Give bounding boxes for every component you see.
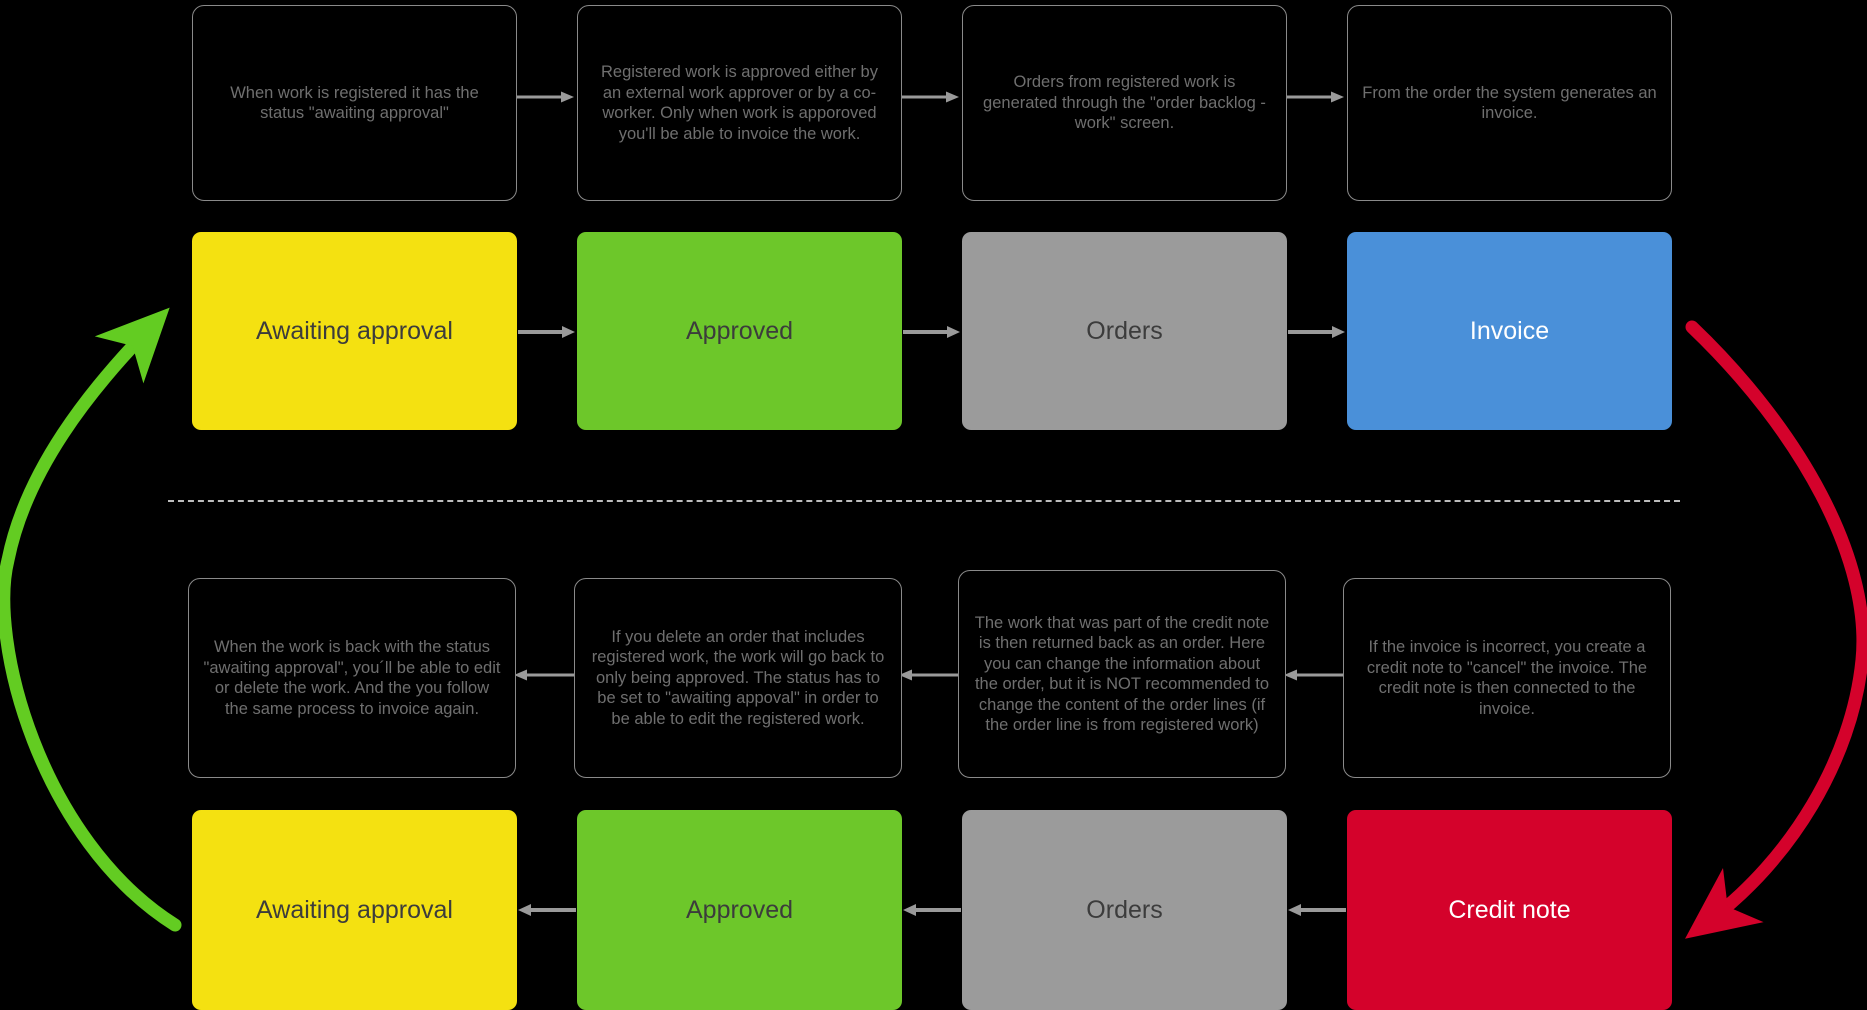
connector-top-note-2-3 — [898, 91, 959, 103]
green-return-arrow — [0, 307, 182, 932]
note-text: When work is registered it has the statu… — [230, 83, 479, 123]
connector-top-note-3-4 — [1283, 91, 1344, 103]
status-label: Approved — [685, 895, 794, 924]
note-box-credit-note: If the invoice is incorrect, you create … — [1343, 578, 1671, 778]
connector-bottom-note-2-1 — [514, 669, 575, 681]
status-label: Orders — [1086, 316, 1163, 345]
status-box-credit-note-bottom[interactable]: Credit note — [1347, 810, 1672, 1010]
status-box-awaiting-approval-top[interactable]: Awaiting approval — [192, 232, 517, 430]
red-credit-arrow — [1685, 320, 1867, 939]
note-text: If you delete an order that includes reg… — [591, 627, 885, 728]
connector-bottom-status-3-2 — [903, 904, 961, 916]
connector-bottom-note-4-3 — [1284, 669, 1345, 681]
note-text: If the invoice is incorrect, you create … — [1366, 638, 1648, 718]
status-box-approved-top[interactable]: Approved — [577, 232, 902, 430]
status-box-orders-bottom[interactable]: Orders — [962, 810, 1287, 1010]
status-box-invoice-top[interactable]: Invoice — [1347, 232, 1672, 430]
note-box-invoice: From the order the system generates an i… — [1347, 5, 1672, 201]
status-label: Credit note — [1448, 895, 1571, 924]
note-box-delete-order: If you delete an order that includes reg… — [574, 578, 902, 778]
status-label: Invoice — [1469, 316, 1550, 345]
note-box-orders: Orders from registered work is generated… — [962, 5, 1287, 201]
note-box-credit-returned: The work that was part of the credit not… — [958, 570, 1286, 778]
status-label: Awaiting approval — [256, 895, 453, 924]
connector-bottom-status-4-3 — [1288, 904, 1346, 916]
section-divider — [168, 500, 1680, 502]
status-box-approved-bottom[interactable]: Approved — [577, 810, 902, 1010]
note-box-registered: When work is registered it has the statu… — [192, 5, 517, 201]
status-label: Orders — [1086, 895, 1163, 924]
note-text: Orders from registered work is generated… — [983, 73, 1266, 133]
status-label: Awaiting approval — [256, 316, 453, 345]
note-text: When the work is back with the status "a… — [203, 638, 501, 718]
connector-top-status-1-2 — [518, 326, 575, 338]
status-box-orders-top[interactable]: Orders — [962, 232, 1287, 430]
connector-bottom-status-2-1 — [518, 904, 576, 916]
note-box-approval: Registered work is approved either by an… — [577, 5, 902, 201]
note-text: Registered work is approved either by an… — [601, 63, 878, 143]
status-box-awaiting-approval-bottom[interactable]: Awaiting approval — [192, 810, 517, 1010]
note-text: From the order the system generates an i… — [1362, 83, 1657, 123]
note-text: The work that was part of the credit not… — [974, 613, 1270, 735]
connector-top-note-1-2 — [513, 91, 574, 103]
connector-top-status-3-4 — [1288, 326, 1345, 338]
connector-bottom-note-3-2 — [899, 669, 960, 681]
connector-top-status-2-3 — [903, 326, 960, 338]
note-box-back-awaiting: When the work is back with the status "a… — [188, 578, 516, 778]
status-label: Approved — [685, 316, 794, 345]
